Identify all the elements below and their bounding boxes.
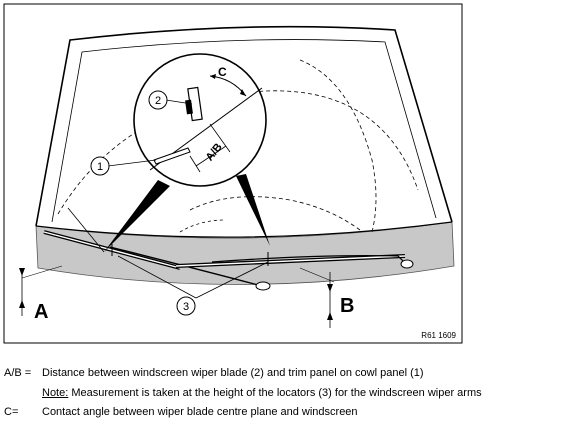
legend-desc-note: Measurement is taken at the height of th… [71,387,482,399]
legend-term-ab: A/B = [4,367,32,379]
dimension-a-arrow-top [19,268,25,276]
dashed-contour-3 [299,59,377,233]
ab-extension-2 [209,123,231,153]
windscreen-inner-edge [51,39,437,223]
callout-3-label: 3 [183,301,189,313]
figure-code: R61 1609 [421,331,456,340]
dimension-a-label: A [34,301,48,323]
cowl-panel [35,221,455,285]
right-wiper-blade-highlight [175,255,406,267]
right-wiper-pivot [400,259,414,269]
legend-note: Note: Measurement is taken at the height… [42,387,482,400]
left-wiper-pivot [255,281,271,291]
figure-frame [3,3,463,344]
ab-dimension-line [195,145,227,167]
wiper-diagram: 1 2 3 A B C A/B R61 1609 [3,3,463,344]
leader-callout-3-right [195,261,269,299]
dimension-a-extension [21,265,63,279]
callout-2-circle [148,90,168,110]
leader-callout-2 [165,99,193,105]
dashed-contour-4 [179,219,226,233]
callout-1-label: 1 [97,161,103,173]
dimension-c-label: C [218,65,227,79]
leader-cowl-left [67,207,105,253]
diagram-svg: 1 2 3 A B C A/B R61 1609 [3,3,463,344]
legend-note-label: Note: [42,387,69,399]
callout-1-circle [90,156,110,176]
ab-extension-1 [189,155,201,173]
windscreen-outline [35,25,453,227]
leader-callout-3-left [117,255,197,299]
dimension-b-extension [299,267,335,283]
callout-2-label: 2 [155,95,161,107]
dashed-contour-2 [189,196,361,231]
angle-c-arrow [240,89,246,96]
dimension-b-label: B [340,295,354,317]
left-leader-wedge [104,180,170,252]
legend-desc-c: Contact angle between wiper blade centre… [42,406,358,418]
windscreen-lower-edge [35,221,453,238]
leader-callout-1 [107,159,157,167]
right-leader-wedge [236,174,270,246]
right-wiper-arm [211,255,409,267]
dimension-b-arrow-bottom [327,312,333,320]
legend-desc-ab: Distance between windscreen wiper blade … [42,367,424,379]
detail-trim-panel [153,147,191,165]
angle-c-arrow-start [210,74,216,79]
legend-term-c: C= [4,406,19,418]
dimension-b-arrow-top [327,284,333,292]
callout-3-circle [176,296,196,316]
dimension-a-arrow-bottom [19,300,25,308]
